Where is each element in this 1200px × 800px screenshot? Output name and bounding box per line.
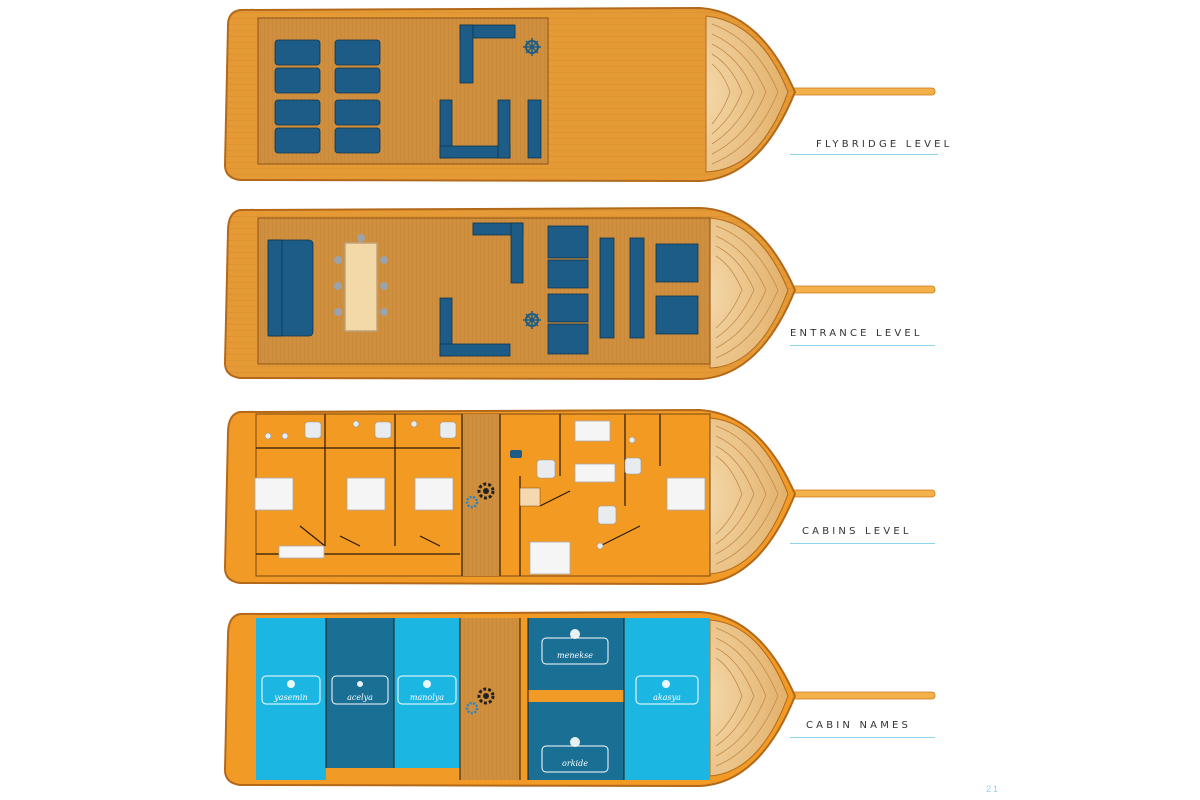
cabin-acelya	[326, 618, 394, 768]
cabin-name-acelya: acelya	[347, 693, 373, 702]
cabin-manolya	[394, 618, 460, 768]
cabins-hull-drawing	[223, 408, 936, 586]
cabin-name-menekse: menekse	[557, 651, 593, 660]
level-label: CABINS LEVEL	[802, 526, 912, 537]
passage-strip	[326, 768, 460, 780]
helm-wheel-icon	[523, 38, 541, 56]
label-underline	[790, 154, 938, 155]
engine-gear-icon	[465, 482, 495, 509]
bow-deck	[709, 619, 789, 777]
cabin-name-akasya: akasya	[653, 693, 681, 702]
cabin-name-orkide: orkide	[562, 759, 588, 768]
cabin-name-yasemin: yasemin	[273, 693, 307, 702]
lounge-seating	[439, 24, 542, 159]
deck-seating	[439, 222, 699, 357]
label-underline	[790, 543, 935, 544]
passage-strip	[528, 690, 624, 702]
label-underline	[790, 345, 935, 346]
corridor	[460, 618, 520, 780]
flower-emblems	[287, 629, 670, 747]
level-label: FLYBRIDGE LEVEL	[816, 139, 953, 150]
bow-deck	[705, 15, 789, 173]
cabin-yasemin	[256, 618, 326, 780]
sunbeds	[274, 39, 381, 154]
level-label: CABIN NAMES	[806, 720, 912, 731]
level-label: ENTRANCE LEVEL	[790, 328, 923, 339]
label-underline	[790, 737, 935, 738]
cabin-name-manolya: manolya	[410, 693, 444, 702]
entrance-hull-drawing	[223, 206, 936, 381]
bow-deck	[709, 417, 789, 575]
flybridge-hull-drawing	[223, 6, 936, 183]
galley-pot-icon	[510, 450, 522, 458]
entrance-level-plan: ENTRANCE LEVEL	[0, 198, 1200, 388]
aft-sofa	[267, 239, 314, 337]
flybridge-level-plan: FLYBRIDGE LEVEL	[0, 0, 1200, 190]
beds	[254, 420, 706, 575]
page-number: 21	[985, 784, 1000, 794]
cabin-names-plan: yasemin acelya manolya menekse orkide ak…	[0, 598, 1200, 798]
bathroom-fixtures	[264, 420, 642, 550]
cabin-names-hull-drawing: yasemin acelya manolya menekse orkide ak…	[223, 610, 936, 788]
helm-wheel-icon	[523, 311, 541, 329]
cabin-akasya	[624, 618, 710, 780]
stairs	[519, 487, 541, 507]
engine-gear-icon	[465, 687, 495, 715]
dining-table	[334, 234, 388, 332]
cabins-level-plan: CABINS LEVEL	[0, 396, 1200, 586]
